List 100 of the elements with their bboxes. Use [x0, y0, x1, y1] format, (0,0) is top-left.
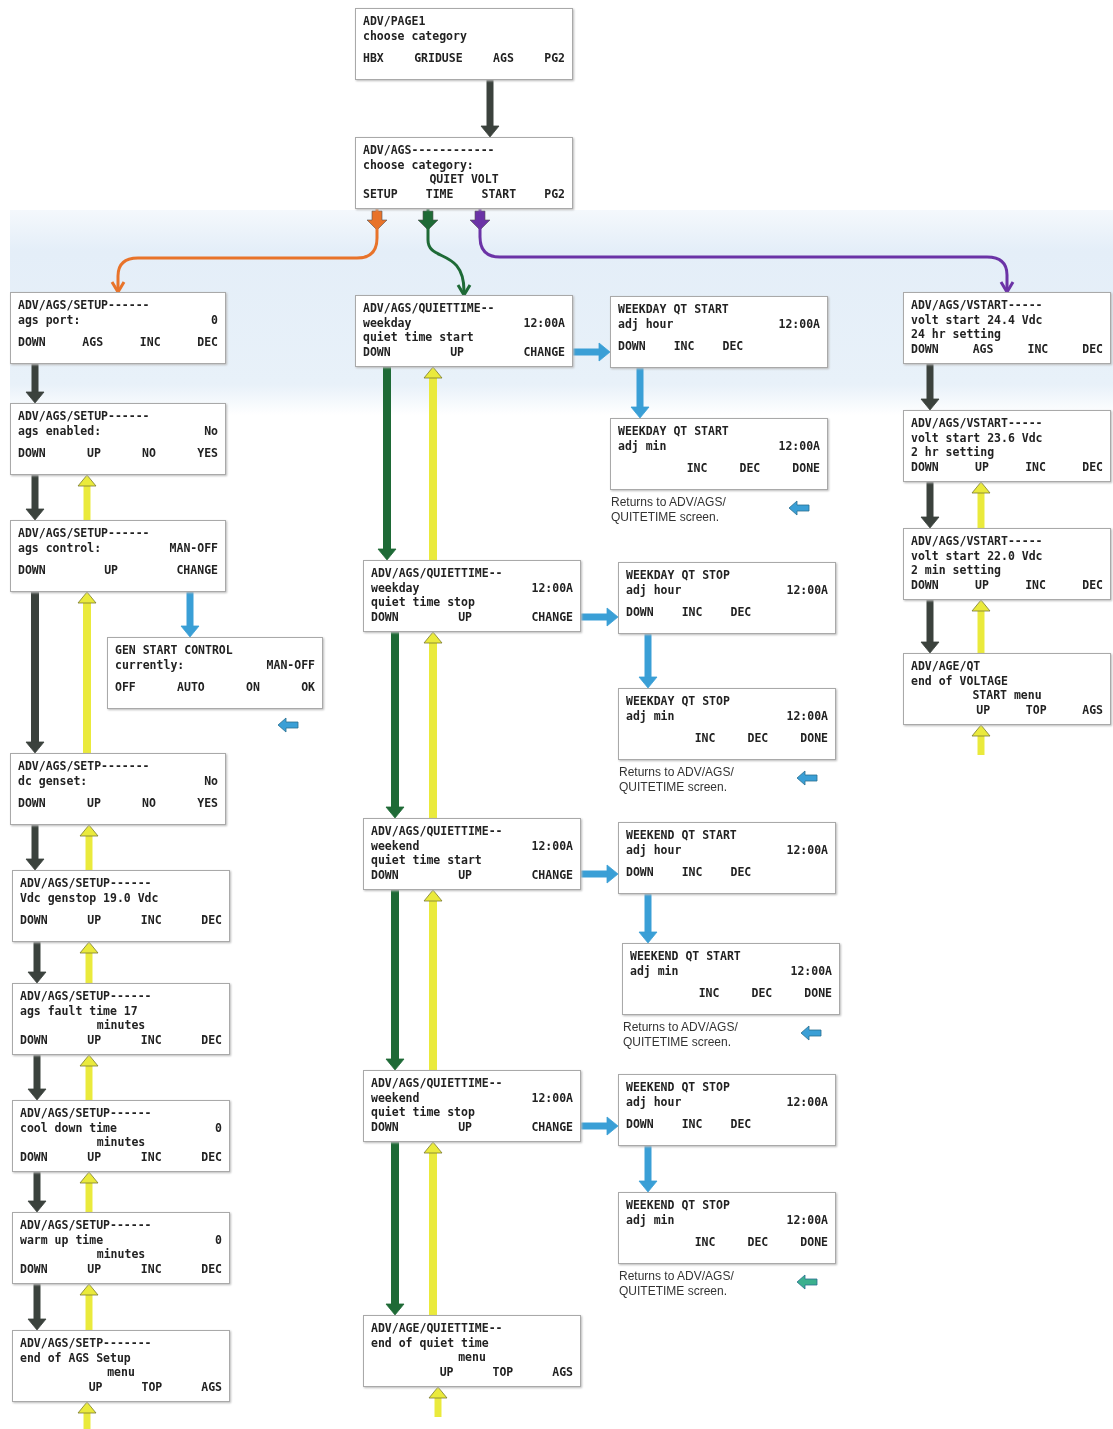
lcd-screen	[12, 870, 230, 942]
note-text: Returns to ADV/AGS/ QUITETIME screen.	[611, 495, 727, 525]
screen-text: cool down time	[20, 1120, 117, 1135]
softkey-labels: INC DEC DONE	[686, 461, 820, 476]
softkey-labels: DOWN UP INC DEC	[911, 459, 1103, 474]
softkey-labels: HBX GRIDUSE AGS PG2	[363, 51, 565, 66]
screen-text: warm up time	[20, 1232, 104, 1247]
arrow	[920, 482, 940, 529]
screen-text: ags control:	[18, 540, 102, 555]
screen-value: 12:00A	[531, 1090, 573, 1105]
screen-text: quiet time start	[363, 330, 475, 345]
lcd-screen	[610, 296, 828, 368]
softkey-labels: DOWN UP CHANGE	[371, 609, 573, 624]
screen-value: 12:00A	[790, 963, 832, 978]
arrow	[630, 368, 650, 419]
screen-value: No	[204, 773, 218, 788]
screen-text: weekend	[371, 1090, 420, 1105]
screen-title: ADV/AGS/SETUP------	[18, 409, 151, 424]
arrow	[581, 1116, 619, 1136]
screen-text: START menu	[971, 688, 1043, 703]
screen-title: WEEKDAY QT STOP	[626, 694, 731, 709]
softkey-labels: DOWN UP NO YES	[18, 796, 218, 811]
note-text: Returns to ADV/AGS/ QUITETIME screen.	[623, 1020, 739, 1050]
arrow	[79, 824, 99, 870]
screen-title: ADV/AGE/QT	[911, 659, 982, 674]
lcd-screen	[12, 1330, 230, 1402]
lcd-screen	[618, 822, 836, 894]
arrow	[478, 209, 1015, 294]
screen-text: ags fault time 17	[20, 1003, 139, 1018]
screen-text: volt start 22.0 Vdc	[911, 548, 1044, 563]
lcd-screen	[363, 1070, 581, 1142]
lcd-screen	[903, 410, 1111, 482]
softkey-labels: INC DEC DONE	[694, 731, 828, 746]
screen-title: ADV/AGS/VSTART-----	[911, 416, 1044, 431]
arrow	[27, 1172, 47, 1213]
softkey-labels: DOWN INC DEC	[626, 1117, 752, 1132]
screen-title: WEEKEND QT STOP	[626, 1198, 731, 1213]
screen-title: ADV/AGS/SETUP------	[20, 1218, 153, 1233]
screen-title: ADV/PAGE1	[363, 14, 427, 29]
arrow	[480, 80, 500, 138]
lcd-screen	[618, 1074, 836, 1146]
screen-text: currently:	[115, 657, 185, 672]
screen-title: ADV/AGS------------	[363, 143, 496, 158]
screen-text: volt start 24.4 Vdc	[911, 312, 1044, 327]
softkey-labels: DOWN UP INC DEC	[20, 1261, 222, 1276]
screen-text: 2 min setting	[911, 563, 1002, 578]
arrow	[25, 825, 45, 871]
arrow	[79, 941, 99, 983]
screen-text: weekday	[363, 315, 412, 330]
screen-value: 12:00A	[778, 438, 820, 453]
screen-value: 12:00A	[786, 1212, 828, 1227]
arrow	[920, 364, 940, 411]
screen-text: 24 hr setting	[911, 327, 1002, 342]
softkey-labels: DOWN UP INC DEC	[20, 913, 222, 928]
arrow	[423, 1141, 443, 1315]
arrow	[426, 209, 472, 297]
softkey-labels: UP TOP AGS	[976, 702, 1103, 717]
screen-title: GEN START CONTROL	[115, 643, 234, 658]
screen-text: adj min	[626, 708, 675, 723]
lcd-screen	[363, 1315, 581, 1387]
arrow	[385, 1142, 405, 1316]
screen-title: ADV/AGS/VSTART-----	[911, 298, 1044, 313]
softkey-labels: DOWN INC DEC	[618, 339, 744, 354]
screen-title: ADV/AGS/VSTART-----	[911, 534, 1044, 549]
screen-text: end of AGS Setup	[20, 1350, 132, 1365]
screen-title: ADV/AGS/QUIETTIME--	[371, 566, 504, 581]
softkey-labels: UP TOP AGS	[439, 1364, 573, 1379]
arrow	[77, 591, 97, 753]
screen-text: adj hour	[618, 316, 674, 331]
screen-title: ADV/AGS/SETP-------	[18, 759, 151, 774]
screen-value: MAN-OFF	[266, 657, 315, 672]
softkey-labels: DOWN UP CHANGE	[371, 867, 573, 882]
screen-value: 0	[215, 1232, 222, 1247]
screen-value: No	[204, 423, 218, 438]
screen-text: volt start 23.6 Vdc	[911, 430, 1044, 445]
screen-title: WEEKDAY QT STOP	[626, 568, 731, 583]
arrow	[25, 592, 45, 754]
screen-value: 12:00A	[786, 582, 828, 597]
arrow	[77, 474, 97, 520]
arrow	[25, 475, 45, 521]
screen-text: menu	[457, 1350, 487, 1365]
arrow	[27, 1055, 47, 1101]
screen-text: ags enabled:	[18, 423, 102, 438]
softkey-labels: DOWN UP NO YES	[18, 446, 218, 461]
arrow	[27, 942, 47, 984]
softkey-labels: DOWN INC DEC	[626, 605, 752, 620]
arrow	[638, 634, 658, 689]
screen-title: WEEKEND QT START	[630, 949, 742, 964]
arrow	[573, 342, 611, 362]
lcd-screen	[12, 1212, 230, 1284]
screen-text: choose category:	[363, 157, 475, 172]
screen-text: adj min	[630, 963, 679, 978]
lcd-screen	[12, 1100, 230, 1172]
arrow	[25, 364, 45, 404]
screen-value: 12:00A	[778, 316, 820, 331]
softkey-labels: DOWN INC DEC	[626, 865, 752, 880]
softkey-labels: DOWN UP CHANGE	[18, 563, 218, 578]
screen-title: WEEKDAY QT START	[618, 424, 730, 439]
screen-text: weekday	[371, 580, 420, 595]
softkey-labels: INC DEC DONE	[698, 986, 832, 1001]
